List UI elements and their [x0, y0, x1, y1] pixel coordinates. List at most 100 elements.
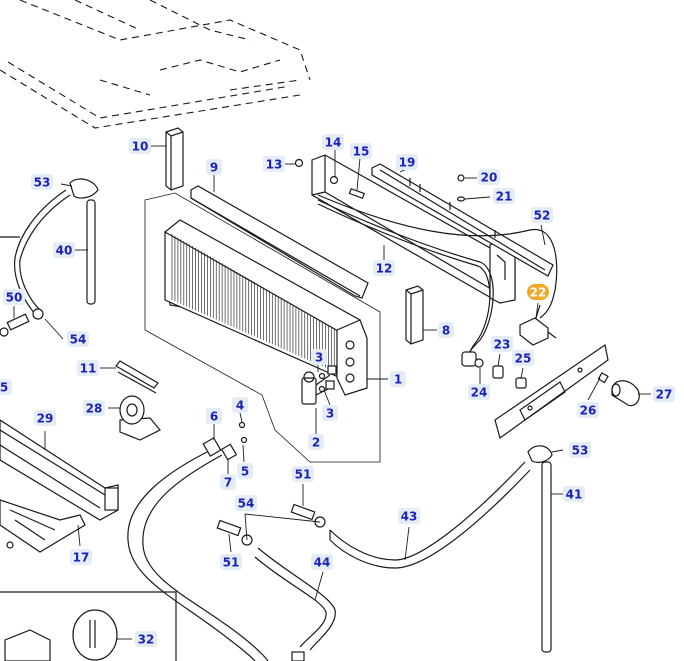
part-28-mount: [119, 395, 161, 441]
callout-label: 8: [442, 324, 450, 338]
callout-label: 32: [138, 633, 155, 647]
callout-background: [34, 410, 56, 426]
callout-label: 25: [515, 352, 532, 366]
callout-c40[interactable]: 40: [53, 242, 75, 258]
callout-c54a[interactable]: 54: [67, 331, 89, 347]
callout-c5b[interactable]: 5: [237, 463, 253, 479]
callout-background: [129, 138, 151, 154]
callout-c3b[interactable]: 3: [322, 405, 338, 421]
callout-c23[interactable]: 23: [491, 336, 513, 352]
callout-background: [653, 386, 675, 402]
callout-background: [396, 154, 418, 170]
callout-c8[interactable]: 8: [438, 322, 454, 338]
part-8-foam-block: [405, 285, 424, 345]
callout-label: 14: [325, 136, 342, 150]
callout-background: [468, 384, 490, 400]
callout-c41[interactable]: 41: [563, 486, 585, 502]
expansion-valve: [301, 365, 337, 405]
callout-background: [220, 554, 242, 570]
callout-c20[interactable]: 20: [478, 169, 500, 185]
callout-label: 28: [86, 402, 103, 416]
callout-c54b[interactable]: 54: [235, 495, 257, 511]
callout-background: [322, 134, 344, 150]
callout-c5[interactable]: 5: [0, 379, 12, 395]
callout-background: [206, 159, 222, 175]
callout-background: [311, 349, 327, 365]
callout-label: 43: [401, 510, 418, 524]
callout-background: [220, 474, 236, 490]
callout-label: 11: [80, 362, 97, 376]
callout-label: 19: [399, 156, 416, 170]
callout-label: 15: [353, 145, 370, 159]
callout-label: 3: [326, 407, 334, 421]
part-9-seal-strip: [190, 185, 369, 299]
callout-background: [527, 284, 549, 300]
callout-c28[interactable]: 28: [83, 400, 105, 416]
callout-label: 51: [295, 468, 312, 482]
callout-c1[interactable]: 1: [390, 371, 406, 387]
callout-c43[interactable]: 43: [398, 508, 420, 524]
callout-label: 5: [0, 381, 8, 395]
callout-c14[interactable]: 14: [322, 134, 344, 150]
callout-background: [322, 405, 338, 421]
callout-c25[interactable]: 25: [512, 350, 534, 366]
callout-c6[interactable]: 6: [206, 408, 222, 424]
callout-background: [3, 289, 25, 305]
hoses-6-7: [127, 421, 269, 661]
callout-c4[interactable]: 4: [232, 397, 248, 413]
callout-c27[interactable]: 27: [653, 386, 675, 402]
fasteners-14-15-13: [294, 158, 466, 202]
callout-background: [263, 156, 285, 172]
callout-label: 20: [481, 171, 498, 185]
callout-label: 24: [471, 386, 488, 400]
callout-c50[interactable]: 50: [3, 289, 25, 305]
callout-c24[interactable]: 24: [468, 384, 490, 400]
callout-c17[interactable]: 17: [70, 549, 92, 565]
callout-c44[interactable]: 44: [311, 554, 333, 570]
callout-background: [373, 260, 395, 276]
callout-label: 17: [73, 551, 90, 565]
callout-label: 44: [314, 556, 331, 570]
callout-c51b[interactable]: 51: [220, 554, 242, 570]
part-26-mounting-plate: [494, 343, 609, 439]
callout-c32[interactable]: 32: [135, 631, 157, 647]
callout-background: [531, 207, 553, 223]
callout-c52[interactable]: 52: [531, 207, 553, 223]
callout-label: 40: [56, 244, 73, 258]
callout-background: [350, 143, 372, 159]
callout-label: 2: [312, 436, 320, 450]
callout-label: 51: [223, 556, 240, 570]
fittings-51-54: [216, 503, 326, 546]
callout-background: [390, 371, 406, 387]
callout-label: 3: [315, 351, 323, 365]
callout-c21[interactable]: 21: [493, 188, 515, 204]
callout-c2[interactable]: 2: [308, 434, 324, 450]
callout-c9[interactable]: 9: [206, 159, 222, 175]
callout-background: [135, 631, 157, 647]
leader-lines: [13, 145, 651, 640]
callout-background: [292, 466, 314, 482]
callout-c12[interactable]: 12: [373, 260, 395, 276]
callout-label: 54: [238, 497, 255, 511]
callout-c3a[interactable]: 3: [311, 349, 327, 365]
part-12-bracket: [311, 154, 516, 367]
fitting-50: [0, 308, 44, 337]
callout-c11[interactable]: 11: [77, 360, 99, 376]
callout-label: 52: [534, 209, 551, 223]
callout-c53a[interactable]: 53: [31, 174, 53, 190]
callout-background: [491, 336, 513, 352]
callout-c19[interactable]: 19: [396, 154, 418, 170]
callout-background: [311, 554, 333, 570]
callout-c51a[interactable]: 51: [292, 466, 314, 482]
callout-label: 1: [394, 373, 402, 387]
callout-c15[interactable]: 15: [350, 143, 372, 159]
callout-background: [206, 408, 222, 424]
callout-c29[interactable]: 29: [34, 410, 56, 426]
callout-c26[interactable]: 26: [577, 402, 599, 418]
callout-c22[interactable]: 22: [527, 284, 549, 300]
callout-c7[interactable]: 7: [220, 474, 236, 490]
callout-background: [70, 549, 92, 565]
callout-c10[interactable]: 10: [129, 138, 151, 154]
callout-c13[interactable]: 13: [263, 156, 285, 172]
callout-c53b[interactable]: 53: [569, 442, 591, 458]
